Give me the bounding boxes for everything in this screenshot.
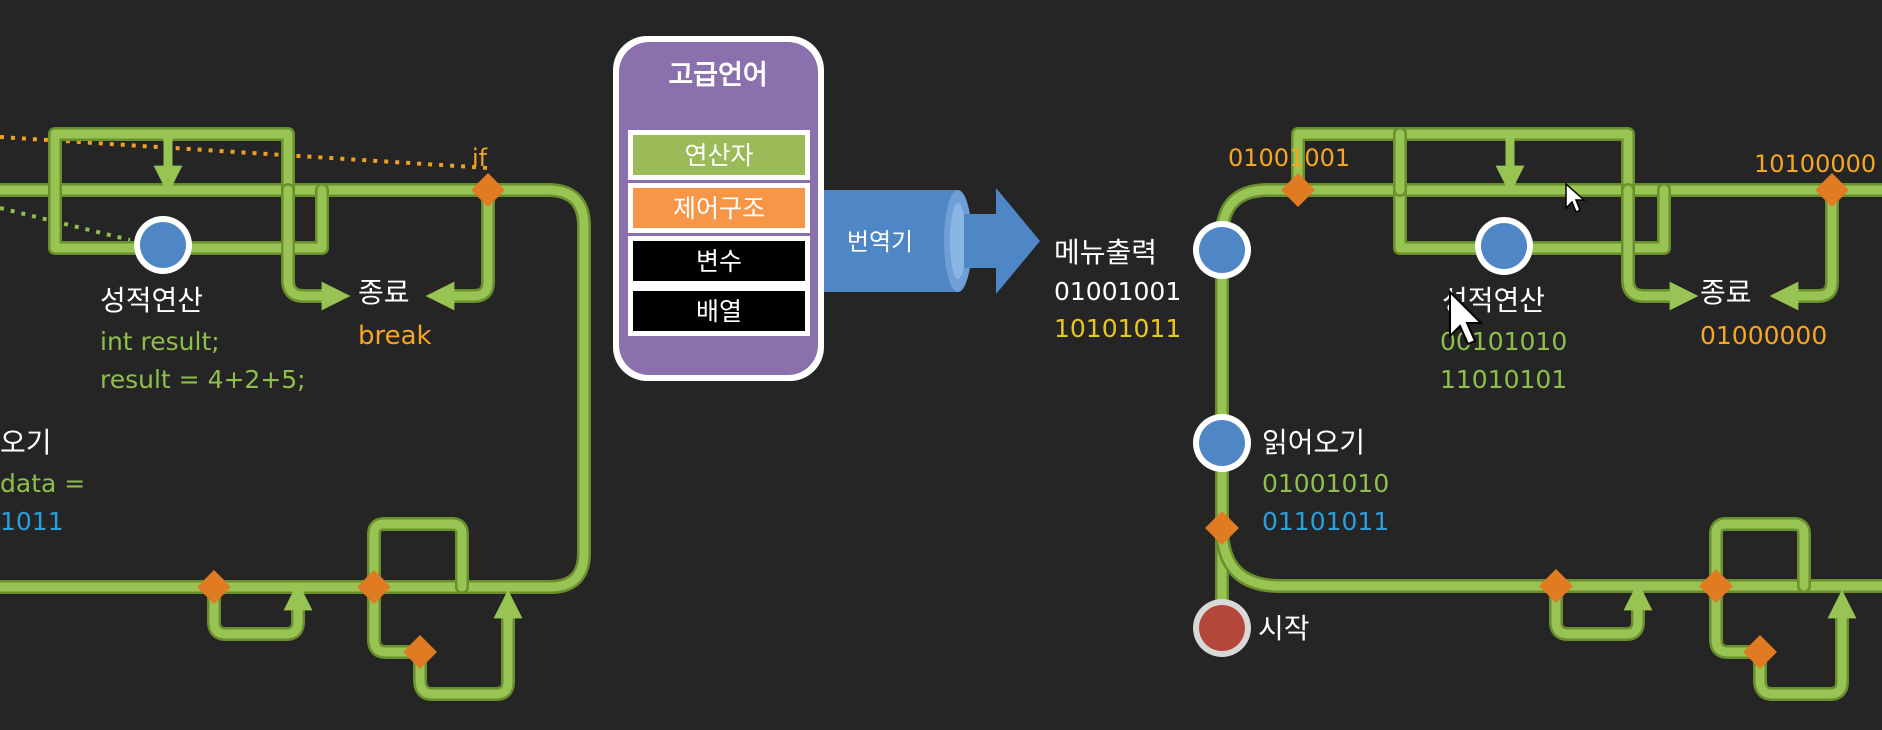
left-calc-title: 성적연산 (100, 284, 203, 317)
right-end-title: 종료 (1700, 276, 1752, 309)
left-end-title: 종료 (358, 276, 410, 309)
panel-item-arrays: 배열 (628, 286, 810, 336)
right-read-bits-2: 01101011 (1262, 507, 1389, 536)
right-bits-top-right: 10100000 (1754, 150, 1876, 178)
decision-diamond (1539, 569, 1573, 603)
right-end-bits: 01000000 (1700, 321, 1827, 350)
left-bottom-branches (207, 517, 523, 701)
left-calc-code-1: int result; (100, 327, 220, 356)
right-read-bits-1: 01001010 (1262, 469, 1389, 498)
left-top-branch (48, 127, 495, 311)
left-read-code-2: 1011 (0, 507, 64, 536)
left-calc-code-2: result = 4+2+5; (100, 365, 306, 394)
right-read-title: 읽어오기 (1262, 426, 1365, 459)
svg-text:연산자: 연산자 (684, 141, 753, 170)
right-start-node (1193, 599, 1251, 657)
mouse-cursor-icon (1449, 289, 1484, 346)
left-read-title: 오기 (0, 426, 52, 459)
right-main-loop (1215, 183, 1882, 637)
translator-shape: 번역기 (824, 188, 1040, 294)
right-read-node (1193, 414, 1251, 472)
right-menu-title: 메뉴출력 (1054, 236, 1157, 269)
left-flow-diagram: if 성적연산 int result; result = 4+2+5; 종료 b… (0, 127, 591, 701)
translator-label: 번역기 (847, 228, 913, 256)
decision-diamond (403, 635, 437, 669)
decision-diamond (1743, 635, 1777, 669)
svg-text:배열: 배열 (696, 297, 742, 326)
right-bits-top-left: 01001001 (1228, 144, 1350, 172)
right-menu-node (1193, 221, 1251, 279)
right-flow-diagram: 01001001 10100000 메뉴출력 01001001 10101011… (1054, 127, 1882, 701)
right-decision-diamonds (1205, 173, 1849, 669)
decision-diamond (471, 173, 505, 207)
panel-title: 고급언어 (668, 60, 767, 91)
mouse-cursor-icon (1565, 182, 1586, 214)
translator-arrow-icon (964, 188, 1040, 294)
right-calc-node (1475, 217, 1533, 275)
decision-diamond (1699, 569, 1733, 603)
decision-diamond (1281, 173, 1315, 207)
left-decision-diamonds (197, 173, 505, 669)
left-read-code-1: data = (0, 469, 85, 498)
decision-diamond (197, 570, 231, 604)
decision-diamond (1205, 511, 1239, 545)
svg-text:변수: 변수 (696, 247, 742, 276)
panel-item-variables: 변수 (628, 236, 810, 286)
decision-diamond (357, 570, 391, 604)
if-label: if (472, 144, 488, 172)
left-dotted-guides (0, 135, 489, 242)
svg-text:제어구조: 제어구조 (673, 194, 765, 223)
right-menu-bits-1: 01001001 (1054, 277, 1181, 306)
left-end-keyword: break (358, 321, 432, 351)
left-calc-node (134, 216, 192, 274)
right-top-branch (1291, 127, 1839, 311)
panel-item-operators: 연산자 (628, 130, 810, 180)
high-level-language-panel: 고급언어 연산자 제어구조 변수 배열 (613, 36, 824, 381)
right-start-title: 시작 (1258, 612, 1310, 645)
right-menu-bits-2: 10101011 (1054, 314, 1181, 343)
right-calc-bits-1: 00101010 (1440, 327, 1567, 356)
right-calc-bits-2: 11010101 (1440, 365, 1567, 394)
left-main-loop (0, 183, 591, 594)
panel-item-control-structure: 제어구조 (628, 183, 810, 233)
right-bottom-branches (1549, 517, 1857, 701)
decision-diamond (1815, 173, 1849, 207)
